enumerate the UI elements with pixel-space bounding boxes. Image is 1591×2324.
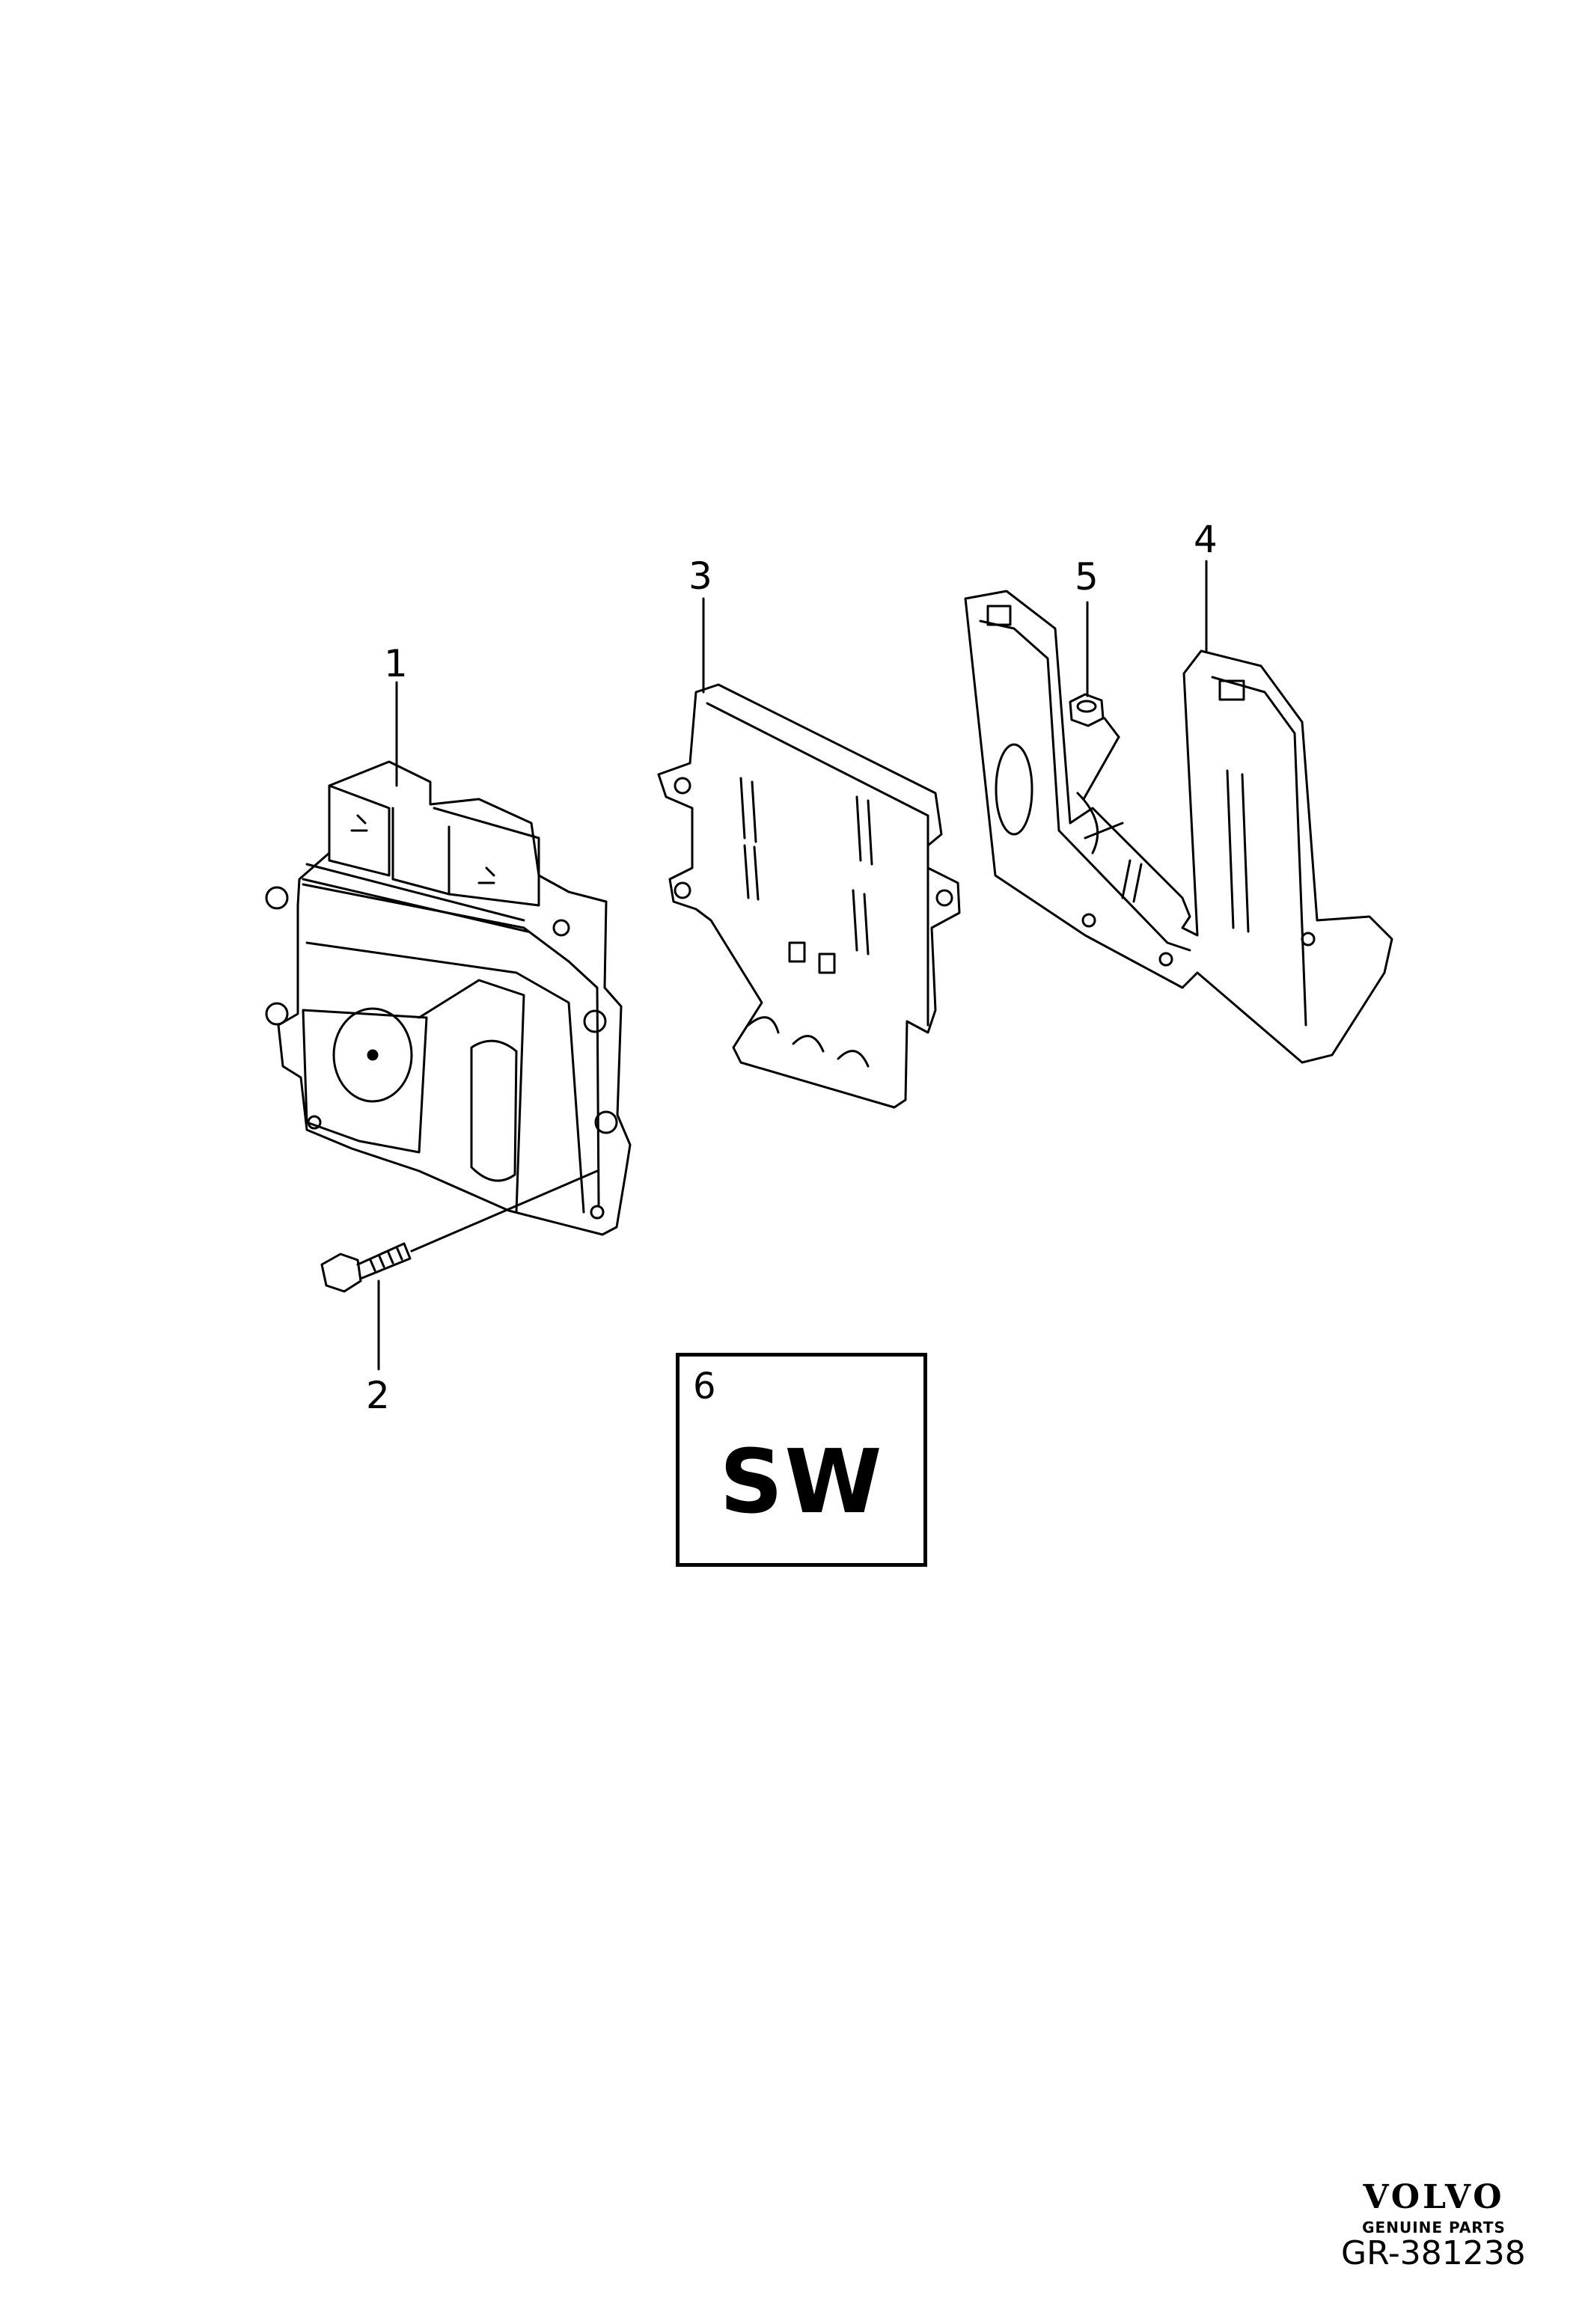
callout-1: 1 <box>384 642 408 685</box>
callout-3: 3 <box>688 554 712 598</box>
callout-5: 5 <box>1075 555 1099 599</box>
nut-part <box>1069 601 1120 801</box>
software-label: SW <box>719 1430 884 1533</box>
bolt-part <box>320 1169 599 1371</box>
brand-subtitle: GENUINE PARTS <box>1362 2218 1506 2236</box>
software-box: 6 SW <box>676 1353 927 1567</box>
reference-code: GR-381238 <box>1341 2234 1526 2272</box>
support-bracket-part <box>964 560 1393 1064</box>
brand-name: VOLVO <box>1363 2178 1505 2216</box>
bracket-part <box>657 597 961 1109</box>
control-module-part <box>265 681 632 1236</box>
callout-6: 6 <box>693 1366 716 1407</box>
brand-logo: VOLVO GENUINE PARTS <box>1344 2178 1524 2237</box>
callout-4: 4 <box>1194 518 1218 561</box>
callout-2: 2 <box>366 1374 390 1417</box>
